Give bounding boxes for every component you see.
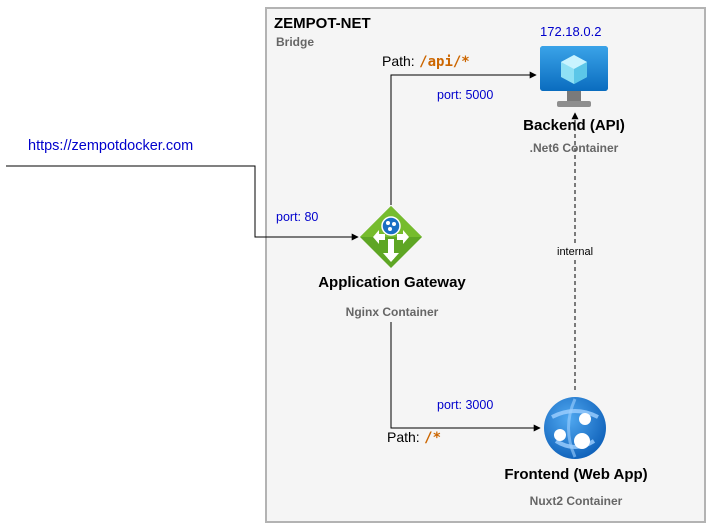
backend-route-connector — [390, 71, 537, 205]
backend-path-label: Path: — [382, 53, 415, 69]
network-driver: Bridge — [276, 35, 315, 49]
frontend-subtitle: Nuxt2 Container — [529, 494, 623, 508]
backend-title: Backend (API) — [523, 117, 625, 134]
application-gateway-icon[interactable] — [359, 205, 423, 269]
frontend-path-value: /* — [424, 430, 442, 446]
backend-ip: 172.18.0.2 — [540, 24, 602, 39]
web-app-icon[interactable] — [542, 395, 608, 461]
ingress-port-label: port: 80 — [276, 210, 319, 224]
virtual-machine-icon[interactable] — [539, 45, 609, 111]
network-container — [265, 7, 706, 523]
ingress-connector — [6, 165, 359, 241]
gateway-subtitle: Nginx Container — [345, 305, 439, 319]
frontend-path-label: Path: — [387, 429, 420, 445]
gateway-title: Application Gateway — [318, 274, 466, 291]
internal-link-label: internal — [556, 246, 595, 258]
backend-path: Path: /api/* — [382, 53, 470, 71]
frontend-title: Frontend (Web App) — [504, 466, 648, 483]
frontend-route-connector — [390, 322, 541, 432]
backend-subtitle: .Net6 Container — [529, 141, 619, 155]
network-name: ZEMPOT-NET — [274, 15, 371, 32]
frontend-port-label: port: 3000 — [437, 398, 494, 412]
backend-path-value: /api/* — [419, 54, 470, 70]
frontend-path: Path: /* — [387, 429, 441, 447]
external-url[interactable]: https://zempotdocker.com — [28, 138, 194, 154]
backend-port-label: port: 5000 — [437, 88, 494, 102]
